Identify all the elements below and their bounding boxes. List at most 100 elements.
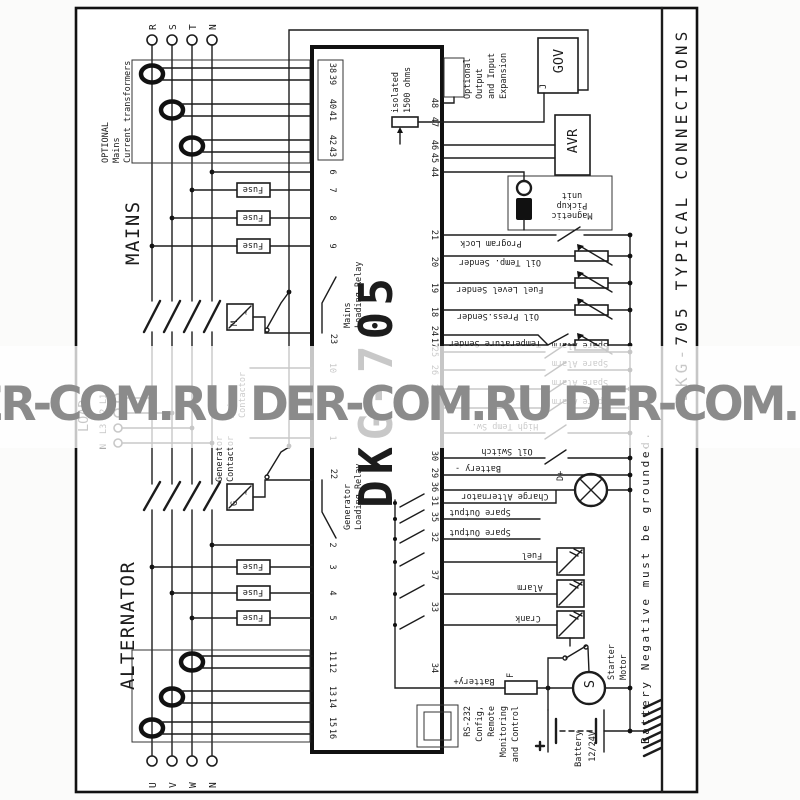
terminal-label-u: U [148,782,159,788]
gov-box: GOV J [417,37,579,123]
svg-text:Oil Switch: Oil Switch [481,446,532,456]
svg-text:Loading Relay: Loading Relay [354,463,364,530]
svg-text:3: 3 [327,564,337,569]
fuse-label: Fuse [243,184,263,194]
svg-text:Temperature Sender: Temperature Sender [449,338,541,348]
svg-text:J: J [539,84,549,89]
svg-text:Spare Output: Spare Output [449,527,510,537]
svg-text:18: 18 [429,307,439,317]
fuse-label: Fuse [243,240,263,250]
svg-text:43: 43 [327,147,337,157]
svg-text:5: 5 [327,615,337,620]
mains-section-label: MAINS [122,200,144,265]
terminal-label-r: R [148,24,159,30]
rs232-port: RS-232 Config, Remote Monitoring and Con… [416,704,521,762]
sender-rows: Program Lock 21 Oil Temp. Sender 20 Fuel… [429,226,633,732]
svg-text:Magnetic: Magnetic [552,210,593,220]
svg-text:34: 34 [429,663,439,673]
svg-text:32: 32 [429,532,439,542]
svg-text:and Input: and Input [487,53,497,99]
svg-text:AVR: AVR [565,128,581,153]
svg-text:Starter: Starter [607,644,617,680]
svg-text:24: 24 [429,326,439,336]
svg-text:20: 20 [429,257,439,267]
svg-text:42: 42 [327,135,337,145]
svg-text:Optional: Optional [463,58,473,99]
svg-text:4: 4 [327,590,337,595]
svg-text:31: 31 [429,496,439,506]
svg-text:46: 46 [429,140,439,150]
svg-text:16: 16 [327,729,337,739]
svg-text:40: 40 [327,99,337,109]
right-pins-top: 48 47 46 45 44 [429,98,439,177]
svg-text:14: 14 [327,698,337,708]
svg-text:Battery+: Battery+ [454,676,495,686]
svg-text:37: 37 [429,570,439,580]
expansion-connector: Optional Output and Input Expansion [443,53,509,104]
svg-text:29: 29 [429,468,439,478]
terminal-label-w: W [188,782,199,788]
ground-note: Battery Negative must be grounded. [639,430,652,744]
svg-text:Generator: Generator [215,436,225,482]
terminal-label-s: S [168,24,179,30]
diagram-title: DKG-705 TYPICAL CONNECTIONS [672,28,691,402]
output-rows: Oil Switch 30 Battery - 29 D+ Charge Alt… [429,446,633,673]
mains-fuse-branches: Fuse Fuse Fuse 6 7 8 9 [149,169,337,254]
ct-pin-bracket: 38 39 40 41 42 43 [317,59,344,161]
fuse-label: Fuse [243,212,263,222]
svg-text:36: 36 [429,482,439,492]
svg-text:Spare Output: Spare Output [449,507,510,517]
svg-text:OPTIONAL: OPTIONAL [101,122,111,163]
svg-text:Motor: Motor [619,654,629,680]
generator-phase-wires [151,509,213,757]
svg-text:~: ~ [242,490,252,495]
svg-text:Battery -: Battery - [455,463,501,473]
svg-text:Spare Alarm: Spare Alarm [552,340,608,350]
svg-text:Remote: Remote [487,706,497,737]
svg-text:Fuel Level Sender: Fuel Level Sender [457,284,544,294]
svg-text:47: 47 [429,117,439,127]
svg-text:Program Lock: Program Lock [460,238,521,248]
terminal-label-n2: N [208,782,219,788]
terminal-label-n: N [208,24,219,30]
fuse-label: Fuse [243,561,263,571]
svg-text:Battery: Battery [574,731,584,767]
alternator-section-label: ALTERNATOR [117,561,139,690]
svg-text:GOV: GOV [551,49,567,73]
svg-text:Mains: Mains [343,302,353,328]
svg-text:33: 33 [429,602,439,612]
svg-text:39: 39 [327,75,337,85]
fuse-label: Fuse [243,587,263,597]
svg-text:Mains: Mains [112,137,122,163]
svg-text:Fuel: Fuel [522,550,542,560]
svg-text:11: 11 [327,651,337,661]
svg-text:Alarm: Alarm [517,582,543,592]
svg-text:and Control: and Control [511,706,521,762]
svg-text:Charge Alternator: Charge Alternator [462,491,549,501]
fuse-f-label: F [506,673,516,678]
svg-text:RS-232: RS-232 [463,706,473,737]
svg-text:Config,: Config, [475,706,485,742]
svg-text:12: 12 [327,663,337,673]
generator-fuse-branches: Fuse Fuse Fuse 2 3 4 5 [149,542,337,626]
svg-text:Loading Relay: Loading Relay [354,261,364,328]
svg-text:unit: unit [562,190,582,200]
svg-text:41: 41 [327,111,337,121]
svg-text:30: 30 [429,451,439,461]
svg-text:12/24V: 12/24V [588,731,598,762]
svg-text:7: 7 [327,187,337,192]
watermark-wash-band [0,346,800,448]
svg-text:21: 21 [429,230,439,240]
svg-text:35: 35 [429,512,439,522]
mains-breaker-contacts [142,299,222,334]
svg-text:6: 6 [327,169,337,174]
svg-text:Crank: Crank [515,613,541,623]
avr-box: AVR [443,114,591,176]
watermark-text: DER-COM.RU DER-COM.RU DER-COM.RU [0,377,800,432]
svg-text:Expansion: Expansion [499,53,509,99]
battery-plus-sign [534,740,546,752]
svg-text:9: 9 [327,243,337,248]
ground-symbol [642,698,663,758]
